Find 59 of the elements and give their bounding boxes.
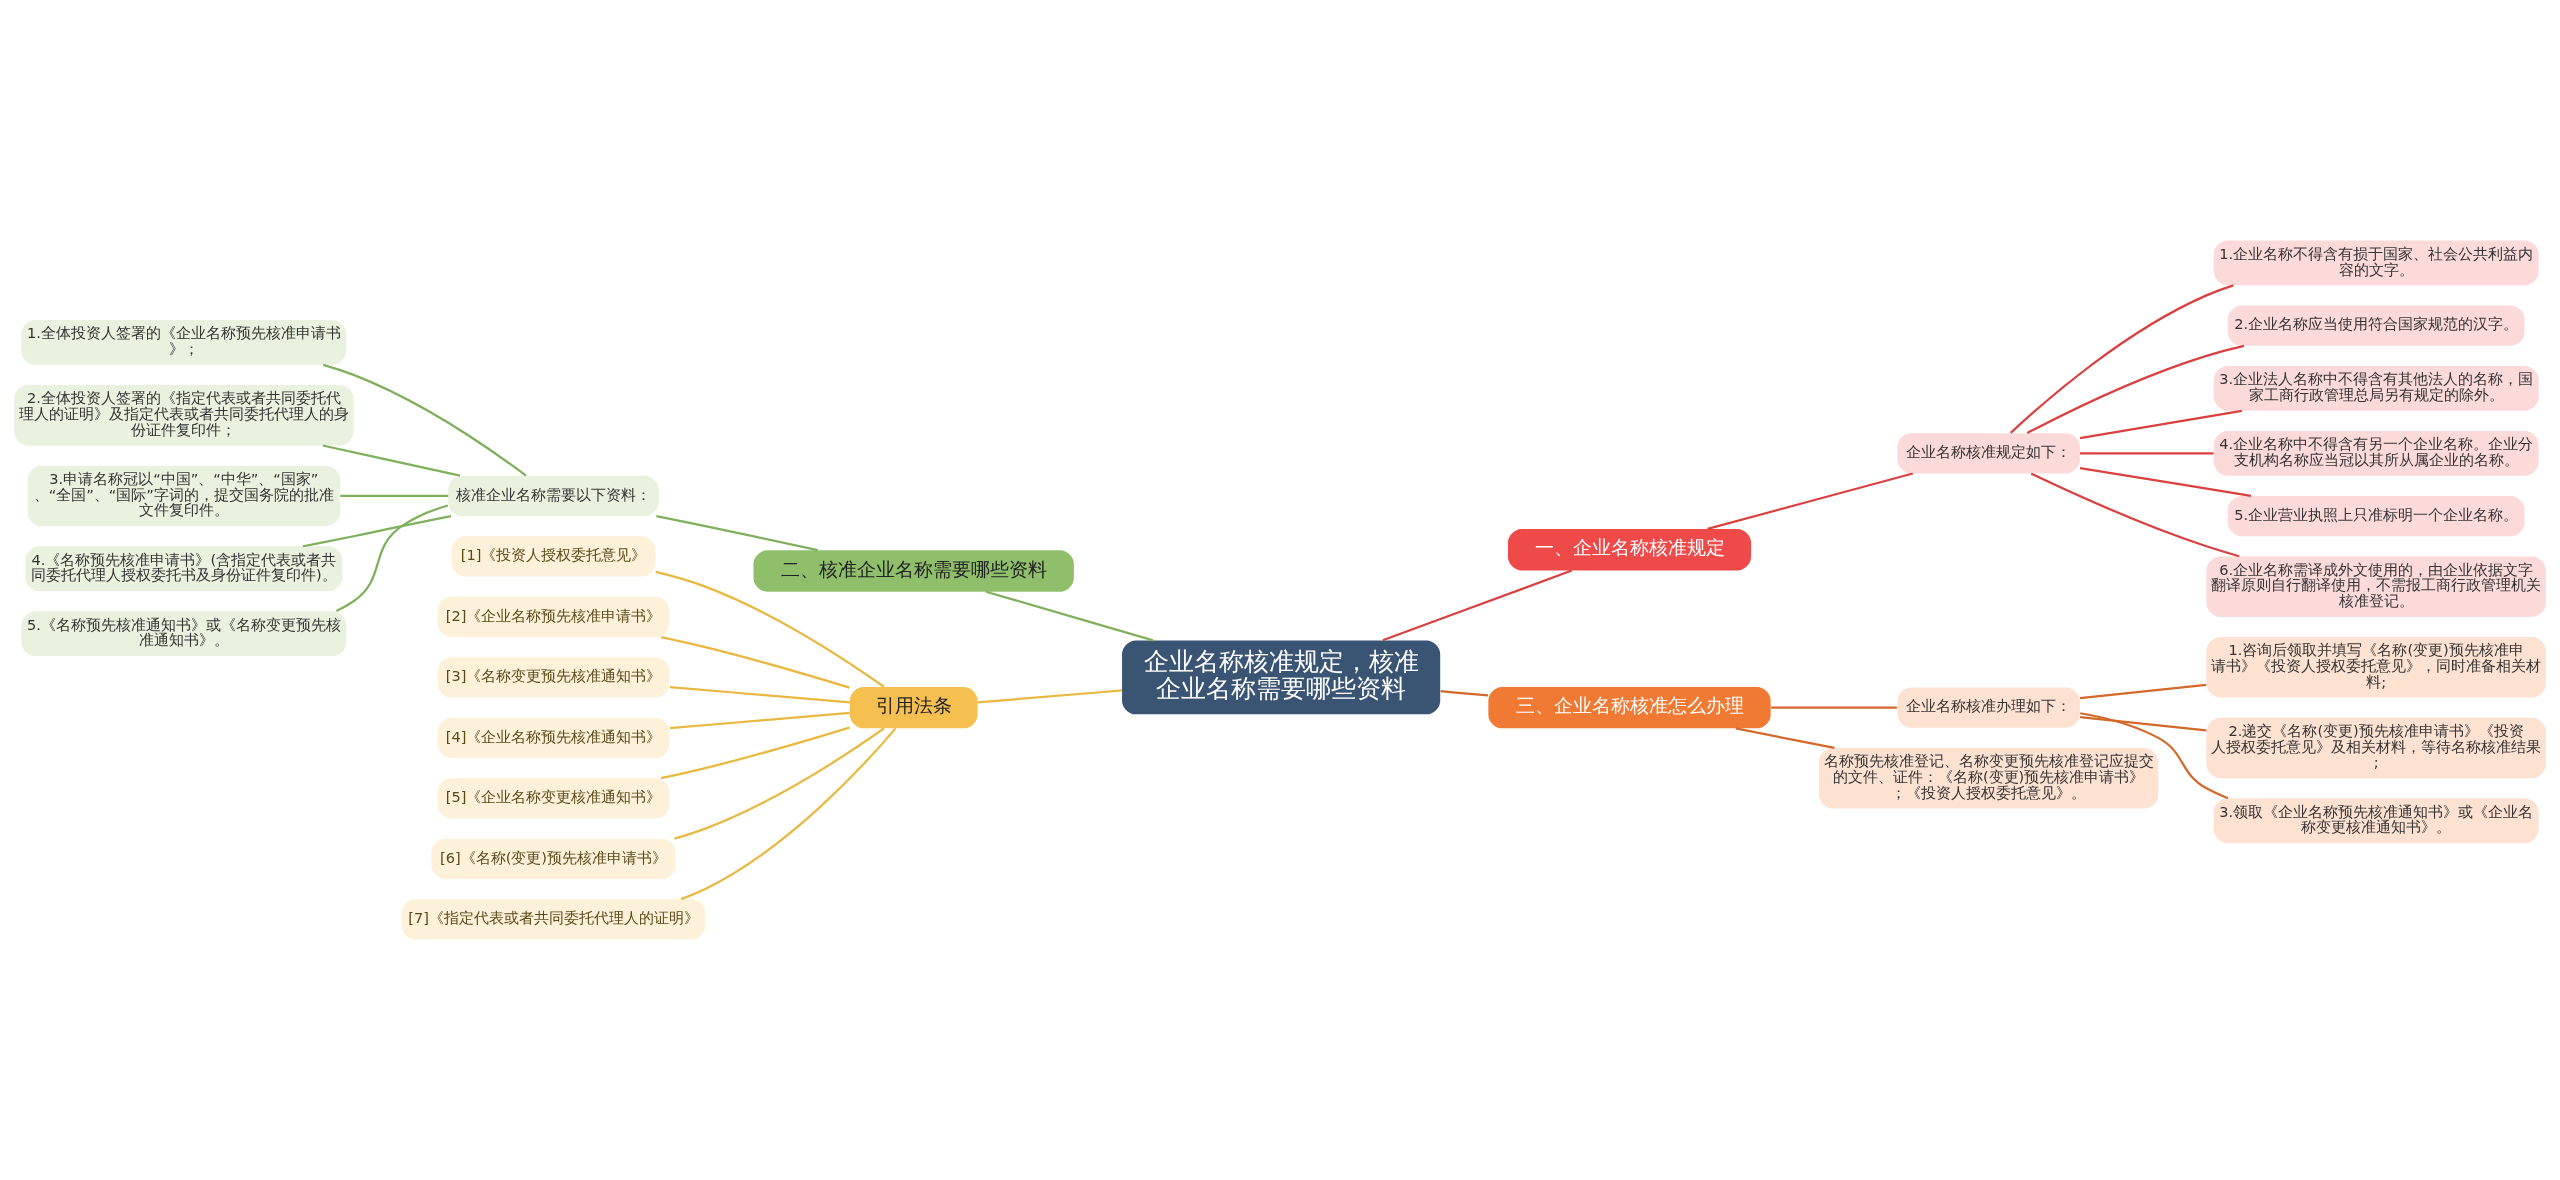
connector bbox=[985, 590, 1154, 642]
connector bbox=[322, 444, 461, 477]
connector bbox=[1382, 569, 1573, 642]
connector bbox=[660, 726, 850, 780]
connector bbox=[655, 570, 885, 688]
node-box: 三、企业名称核准怎么办理 bbox=[1488, 686, 1771, 729]
connector bbox=[660, 635, 850, 689]
connector bbox=[674, 727, 885, 840]
connector bbox=[977, 689, 1122, 704]
connector bbox=[2079, 409, 2242, 440]
connector bbox=[2080, 712, 2229, 800]
connector bbox=[656, 515, 818, 552]
connector bbox=[2079, 715, 2207, 732]
connector bbox=[340, 494, 449, 497]
node-box: 4.《名称预先核准申请书》(含指定代表或者共同委托代理人授权委托书及身份证件复印件)。 bbox=[25, 546, 343, 592]
connector bbox=[335, 504, 449, 613]
node-box: 引用法条 bbox=[849, 686, 978, 729]
node-box: [4]《企业名称预先核准通知书》 bbox=[437, 717, 670, 759]
node-box: 3.企业法人名称中不得含有其他法人的名称，国家工商行政管理总局另有规定的除外。 bbox=[2213, 365, 2539, 411]
node-box: 二、核准企业名称需要哪些资料 bbox=[753, 550, 1074, 592]
connector bbox=[2030, 472, 2240, 558]
connector bbox=[669, 686, 850, 704]
node-box: 企业名称核准规定，核准企业名称需要哪些资料 bbox=[1122, 640, 1441, 715]
connector bbox=[2079, 683, 2207, 700]
node-box: 名称预先核准登记、名称变更预先核准登记应提交的文件、证件：《名称(变更)预先核准申请书》；《投资人授权委托意见》。 bbox=[1818, 747, 2159, 809]
node-box: 5.《名称预先核准通知书》或《名称变更预先核准通知书》。 bbox=[21, 611, 347, 657]
connector bbox=[302, 515, 452, 548]
node-box: 2.递交《名称(变更)预先核准申请书》《投资人授权委托意见》及相关材料，等待名称核准结果; bbox=[2206, 717, 2546, 779]
connector bbox=[680, 727, 897, 901]
node-box: [6]《名称(变更)预先核准申请书》 bbox=[431, 838, 676, 880]
node-box: 6.企业名称需译成外文使用的，由企业依据文字翻译原则自行翻译使用，不需报工商行政管理机关核准登记。 bbox=[2206, 556, 2546, 617]
node-box: 5.企业营业执照上只准标明一个企业名称。 bbox=[2227, 495, 2525, 537]
node-box: 3.领取《企业名称预先核准通知书》或《企业名称变更核准通知书》。 bbox=[2213, 798, 2539, 844]
node-box: 企业名称核准办理如下： bbox=[1897, 687, 2080, 728]
connector bbox=[2026, 344, 2245, 434]
node-box: 2.企业名称应当使用符合国家规范的汉字。 bbox=[2227, 305, 2525, 346]
node-box: 1.企业名称不得含有损于国家、社会公共利益内容的文字。 bbox=[2213, 240, 2539, 286]
node-box: 1.咨询后领取并填写《名称(变更)预先核准申请书》《投资人授权委托意见》，同时准备相关材料; bbox=[2206, 637, 2546, 698]
node-box: 2.全体投资人签署的《指定代表或者共同委托代理人的证明》及指定代表或者共同委托代理人的身份证件复印件； bbox=[14, 385, 354, 446]
node-box: [1]《投资人授权委托意见》 bbox=[451, 536, 656, 577]
connector bbox=[2010, 284, 2234, 434]
node-box: [5]《企业名称变更核准通知书》 bbox=[437, 778, 670, 819]
node-box: 3.申请名称冠以“中国”、“中华”、“国家”、“全国”、“国际”字词的，提交国务院的批准文件复印件。 bbox=[27, 465, 341, 527]
connector bbox=[1735, 727, 1835, 750]
connector bbox=[1440, 690, 1489, 697]
connector bbox=[2079, 466, 2252, 497]
connector bbox=[669, 711, 850, 730]
node-box: [7]《指定代表或者共同委托代理人的证明》 bbox=[401, 899, 706, 940]
node-box: 4.企业名称中不得含有另一个企业名称。企业分支机构名称应当冠以其所从属企业的名称。 bbox=[2213, 430, 2539, 476]
node-box: [3]《名称变更预先核准通知书》 bbox=[437, 657, 670, 698]
node-box: 核准企业名称需要以下资料： bbox=[448, 475, 659, 517]
connector bbox=[1771, 706, 1897, 709]
connector bbox=[2080, 452, 2214, 455]
connector bbox=[322, 363, 527, 477]
node-box: 企业名称核准规定如下： bbox=[1897, 433, 2080, 474]
node-box: 1.全体投资人签署的《企业名称预先核准申请书》； bbox=[21, 320, 347, 365]
node-box: 一、企业名称核准规定 bbox=[1507, 528, 1752, 571]
connector bbox=[1707, 472, 1914, 530]
node-box: [2]《企业名称预先核准申请书》 bbox=[437, 596, 670, 638]
